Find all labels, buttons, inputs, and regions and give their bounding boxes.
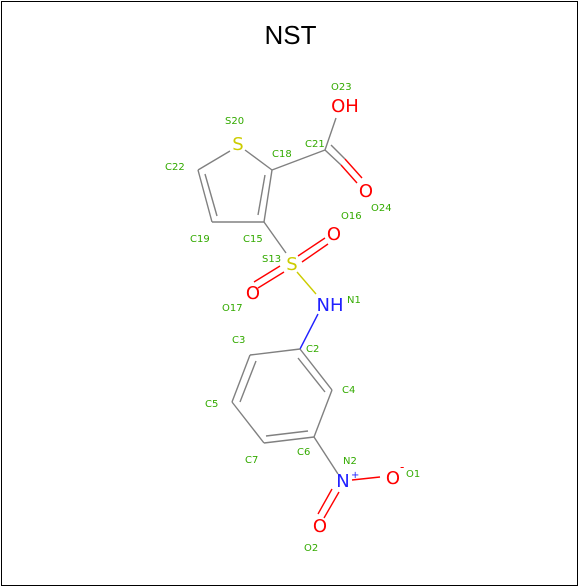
molecule-title: NST xyxy=(264,20,317,50)
bond-s20-c22 xyxy=(197,150,231,171)
bond-n2-o1 xyxy=(351,476,381,481)
atom-label-o1: O1 xyxy=(406,469,420,480)
atom-symbol-n2: N xyxy=(336,471,349,492)
atom-label-n1: N1 xyxy=(347,295,361,306)
atom-symbol-o16: O xyxy=(327,224,341,245)
atom-label-s13: S13 xyxy=(262,254,281,265)
bond-n2-o2 xyxy=(323,491,340,519)
atom-label-c15: C15 xyxy=(243,234,263,245)
bond-c6-n2 xyxy=(313,436,339,475)
bond-s13-o16-double xyxy=(301,243,329,263)
bond-c21-o23 xyxy=(324,117,337,151)
atom-symbol-s20: S xyxy=(232,134,243,155)
atom-symbol-o23: OH xyxy=(331,96,359,117)
bond-c21-o24-double-b xyxy=(344,158,363,179)
atom-label-c18: C18 xyxy=(272,149,292,160)
bond-n1-c2 xyxy=(299,313,319,350)
atom-label-s20: S20 xyxy=(225,116,244,127)
bond-c15-c18 xyxy=(263,169,273,223)
atom-label-c19: C19 xyxy=(190,234,210,245)
atom-symbol-o17: O xyxy=(246,283,260,304)
atom-label-o23: O23 xyxy=(331,82,352,93)
bond-s13-o17 xyxy=(257,271,285,289)
charge-o1: - xyxy=(400,460,404,474)
bond-c15-s13 xyxy=(263,221,287,254)
bond-c22-c19-double xyxy=(204,173,218,217)
atom-label-c4: C4 xyxy=(342,385,355,396)
atom-label-n2: N2 xyxy=(343,456,357,467)
bond-c21-o24-b xyxy=(340,164,358,184)
bond-c2-c3 xyxy=(249,348,301,356)
bond-n2-o2-double xyxy=(317,488,333,515)
atom-symbol-s13: S xyxy=(286,254,297,275)
bond-s20-c18 xyxy=(244,149,273,171)
atom-symbol-o2: O xyxy=(313,516,327,537)
atom-label-c22: C22 xyxy=(165,162,185,173)
bond-c7-c6-double xyxy=(265,430,309,437)
atom-label-o24: O24 xyxy=(371,203,392,214)
atom-label-c21: C21 xyxy=(305,139,325,150)
atom-symbol-o1: O xyxy=(386,468,400,489)
bond-c2-c4 xyxy=(299,348,333,391)
atom-label-o16: O16 xyxy=(341,211,362,222)
charge-n2: + xyxy=(351,470,359,481)
bond-s13-n1 xyxy=(296,271,317,295)
atom-label-c5: C5 xyxy=(205,399,218,410)
atom-symbol-n1: NH xyxy=(317,295,344,316)
atom-label-c7: C7 xyxy=(245,455,258,466)
atom-label-o2: O2 xyxy=(304,543,318,554)
bond-s13-o16 xyxy=(297,237,326,257)
atom-label-c6: C6 xyxy=(297,447,310,458)
bond-c4-c6 xyxy=(313,389,333,438)
bond-c21-o24 xyxy=(324,149,342,166)
bond-c7-c6 xyxy=(263,436,315,444)
atom-label-c3: C3 xyxy=(232,335,245,346)
bond-c22-c19 xyxy=(197,169,213,223)
atom-label-c2: C2 xyxy=(306,344,319,355)
bond-c15-c18-double xyxy=(257,174,266,216)
bond-c5-c7 xyxy=(231,401,265,444)
bond-c21-o24-double xyxy=(330,144,346,160)
bond-c3-c5-double xyxy=(239,360,257,403)
bond-c18-c21 xyxy=(271,149,326,171)
bond-c2-c4-double xyxy=(297,357,326,393)
atom-label-o17: O17 xyxy=(222,303,243,314)
bond-s13-o17-double xyxy=(253,265,281,283)
bond-c3-c5 xyxy=(231,354,251,403)
atom-symbol-o24: O xyxy=(359,181,373,202)
